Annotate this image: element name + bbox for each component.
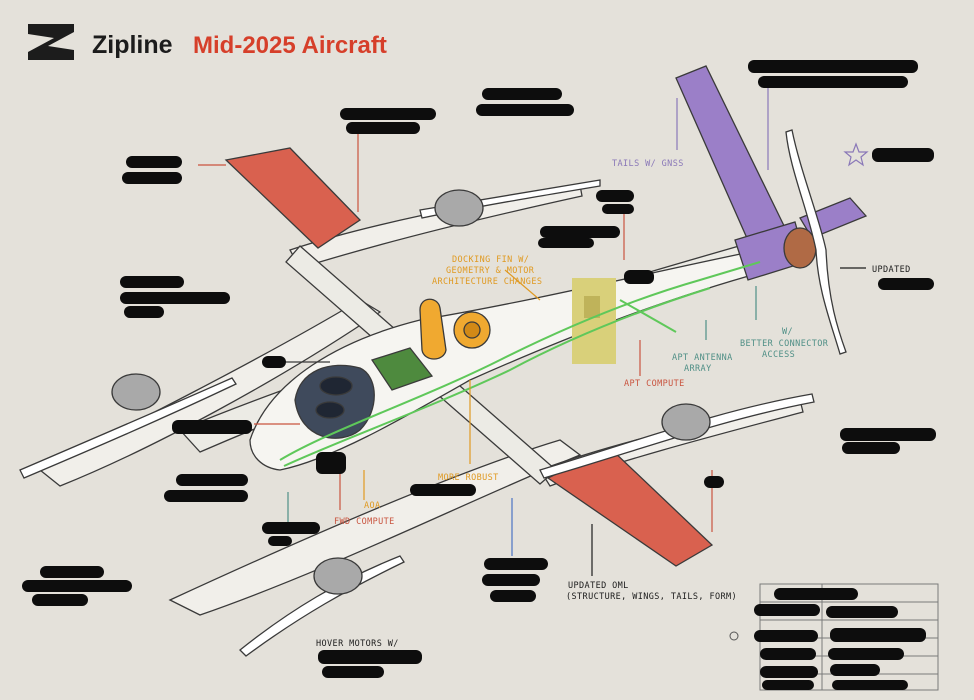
page-title: Mid-2025 Aircraft (193, 32, 387, 59)
label-docking-fin-2: GEOMETRY & MOTOR (446, 266, 535, 276)
hover-motor-4 (661, 403, 711, 441)
brand-name: Zipline (92, 31, 173, 59)
label-connector-1: W/ (782, 327, 793, 337)
label-more-robust: MORE ROBUST (438, 473, 499, 483)
front-wing (224, 147, 362, 249)
pixelated-block (572, 278, 616, 364)
hover-motor-1 (111, 373, 161, 411)
smiley-doodle-icon (729, 631, 739, 641)
battery-pack (370, 347, 434, 391)
label-oml-1: UPDATED OML (568, 581, 629, 591)
front-boom (289, 184, 583, 269)
hover-motor-2 (434, 189, 484, 227)
label-docking-fin-1: DOCKING FIN W/ (452, 255, 529, 265)
pusher-motor (783, 227, 817, 269)
rear-left-boom (168, 439, 582, 616)
hover-motor-3 (313, 557, 363, 595)
vertical-tail (675, 65, 791, 255)
zipline-logo-icon (28, 24, 74, 60)
docking-fin (419, 298, 447, 360)
label-apt-antenna-2: ARRAY (684, 364, 712, 374)
label-aoa: AOA (364, 501, 381, 511)
hover-prop-3 (239, 555, 405, 657)
pusher-propeller (785, 129, 847, 355)
star-doodle-icon (843, 142, 869, 167)
label-connector-2: BETTER CONNECTOR (740, 339, 829, 349)
label-docking-fin-3: ARCHITECTURE CHANGES (432, 277, 542, 287)
redacted-labels (22, 60, 936, 678)
wiring-harness (279, 261, 761, 467)
label-oml-2: (STRUCTURE, WINGS, TAILS, FORM) (566, 592, 737, 602)
label-apt-compute: APT COMPUTE (624, 379, 685, 389)
label-fwd-compute: FWD COMPUTE (334, 517, 395, 527)
aircraft-illustration (19, 65, 868, 657)
leader-lines (198, 80, 866, 576)
label-hover-motors: HOVER MOTORS W/ (316, 639, 399, 649)
callout-labels: TAILS W/ GNSS DOCKING FIN W/ GEOMETRY & … (316, 159, 911, 649)
label-tails-gnss: TAILS W/ GNSS (612, 159, 684, 169)
hover-prop-1 (19, 377, 237, 479)
label-connector-3: ACCESS (762, 350, 795, 360)
legend-table (729, 583, 939, 691)
label-updated: UPDATED (872, 265, 911, 275)
label-apt-antenna-1: APT ANTENNA (672, 353, 733, 363)
